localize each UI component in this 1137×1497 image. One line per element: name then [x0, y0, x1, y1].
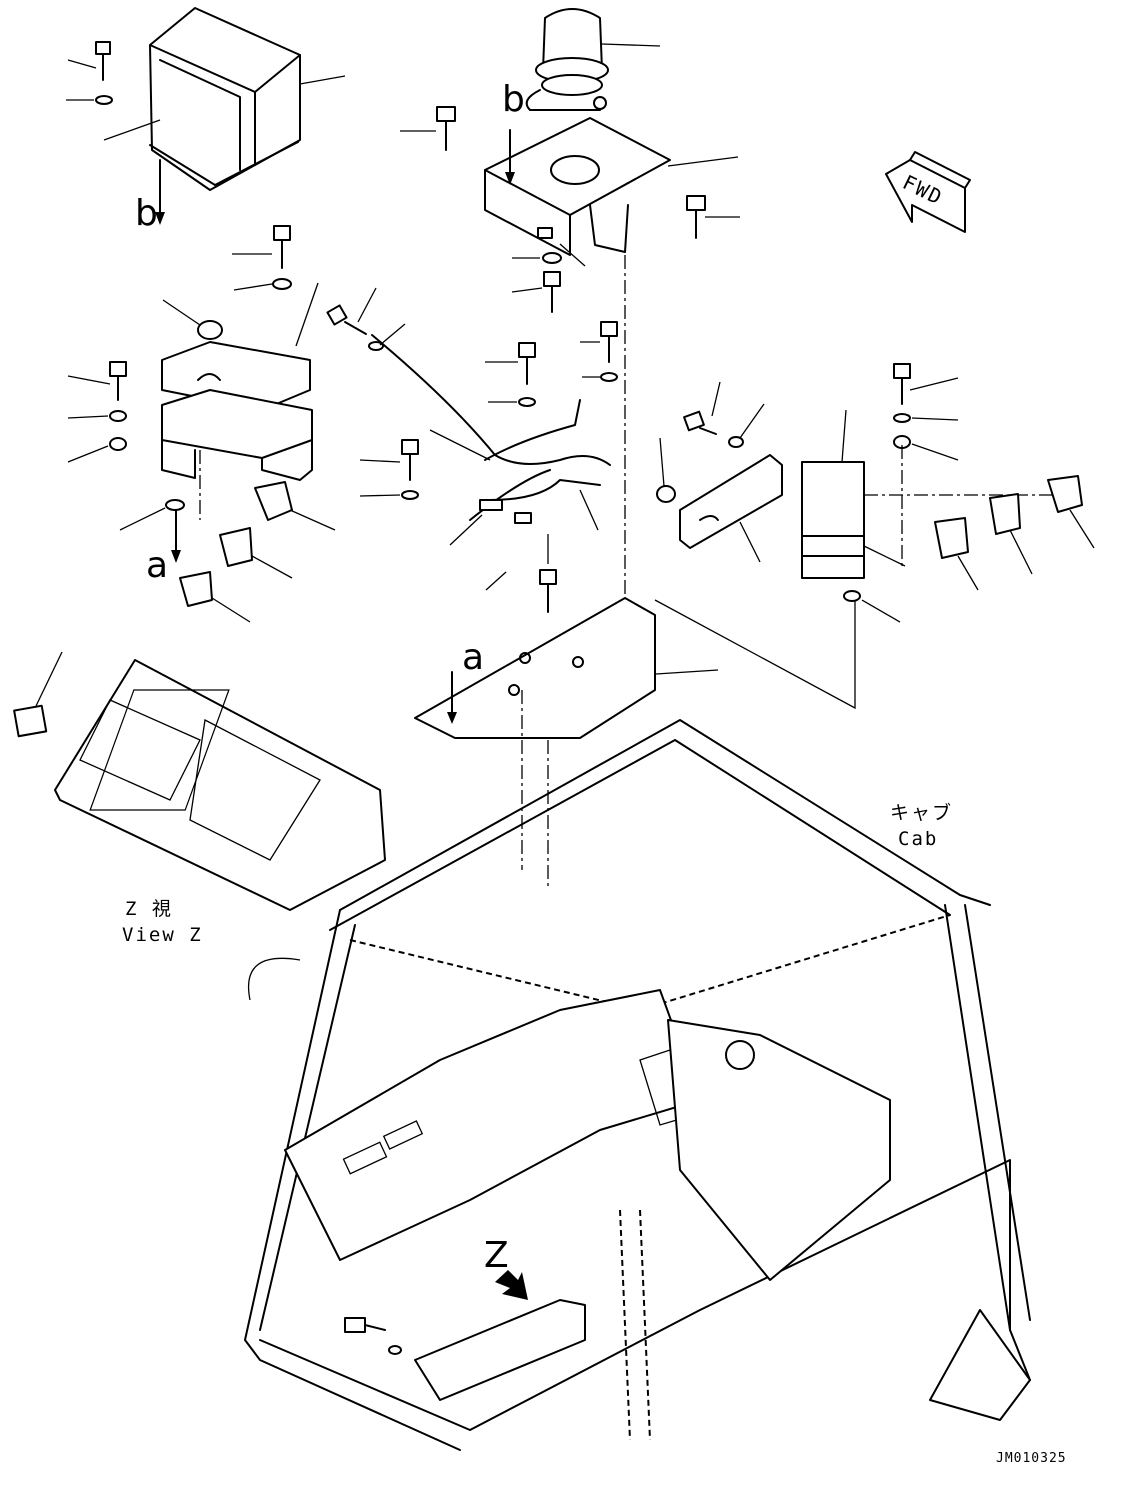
nut — [197, 320, 223, 340]
controller-bolt-right — [893, 363, 911, 449]
cab-side-panel — [667, 1019, 891, 1281]
view-z-connector — [13, 704, 48, 738]
cab-dashboard — [284, 989, 711, 1261]
switch-2 — [989, 493, 1021, 535]
leader — [299, 75, 346, 85]
view-marker-z: Z — [484, 1235, 509, 1276]
cab-floor-module — [344, 1299, 586, 1401]
leader — [67, 59, 97, 69]
view-direction-arrow-icon — [495, 1270, 528, 1300]
drawing-code: JM010325 — [996, 1451, 1067, 1466]
view-z-label-jp: Z 視 — [125, 898, 173, 920]
wire-harness — [371, 334, 611, 524]
relay-1 — [254, 481, 293, 521]
view-z-panel — [54, 659, 386, 911]
cab-frame — [244, 719, 1031, 1451]
controller-bolt — [683, 410, 744, 448]
harness-bolt-2 — [518, 342, 536, 407]
beacon-lamp — [525, 8, 609, 111]
cab-label-en: Cab — [898, 828, 939, 850]
relay-box-bolt — [109, 361, 127, 451]
harness-bolt-4 — [401, 439, 419, 500]
forward-arrow-icon — [885, 151, 971, 233]
leader — [103, 119, 161, 141]
controller-bracket — [679, 454, 783, 549]
cab-pillar — [619, 1209, 651, 1441]
bracket-bolt-right — [686, 195, 706, 239]
bracket-bolt-low — [537, 227, 562, 313]
controller-unit — [801, 461, 865, 579]
cover-bolt — [95, 41, 113, 105]
bracket-bolt-left — [436, 106, 456, 151]
ref-letter-b-left: b — [135, 193, 158, 234]
harness-bolt — [326, 304, 384, 351]
ref-letter-b-top: b — [502, 79, 525, 120]
mounting-plate — [414, 597, 656, 739]
relay-bolt — [272, 225, 292, 290]
ref-letter-a-left: a — [146, 545, 169, 586]
relay-box — [161, 389, 313, 481]
relay-3 — [179, 571, 213, 607]
relay-2 — [219, 527, 253, 567]
view-z-label-en: View Z — [122, 924, 203, 946]
switch-3 — [934, 517, 969, 559]
switch-1 — [1047, 475, 1083, 513]
cab-label-jp: キャブ — [890, 802, 954, 824]
harness-bolt-3 — [600, 321, 618, 382]
ref-letter-a-plate: a — [462, 637, 485, 678]
plate-bolt — [539, 569, 557, 613]
lamp-bracket — [484, 117, 671, 256]
cover-box — [149, 7, 301, 191]
